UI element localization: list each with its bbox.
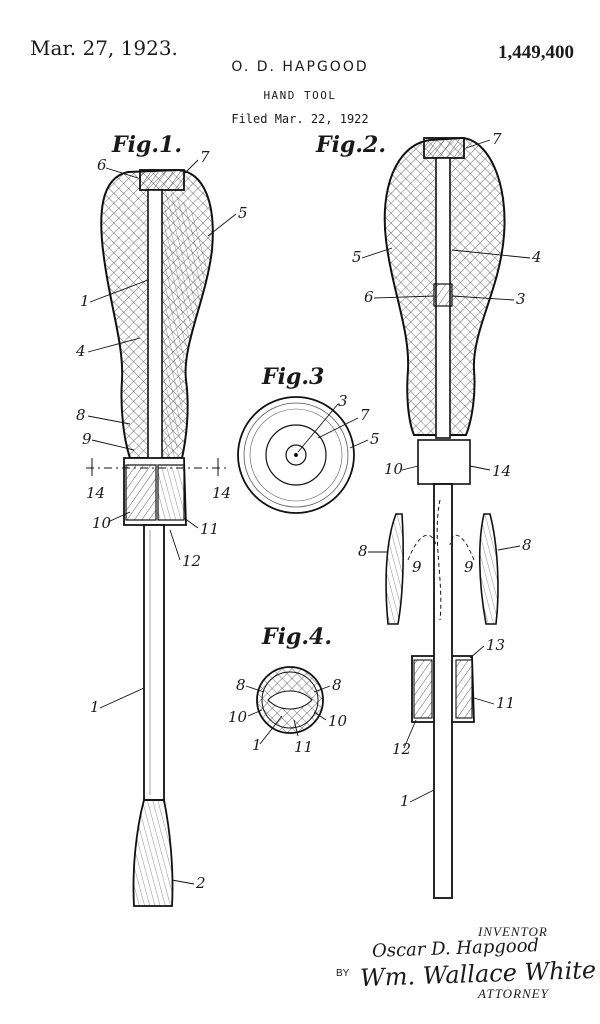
svg-text:3: 3 [516,290,526,308]
svg-text:7: 7 [200,148,210,166]
fig2-label: Fig.2. [315,132,386,158]
svg-text:8: 8 [76,406,86,424]
svg-text:8: 8 [358,542,368,560]
by-label: BY [336,968,349,979]
svg-text:1: 1 [80,292,90,310]
svg-text:5: 5 [370,430,380,448]
svg-text:1: 1 [90,698,100,716]
svg-text:14: 14 [492,462,511,480]
svg-text:11: 11 [200,520,219,538]
svg-text:12: 12 [182,552,201,570]
fig3-label: Fig.3 [261,364,324,390]
figure-3: Fig.3 3 7 5 [238,364,380,513]
fig1-cap [140,170,184,190]
svg-text:9: 9 [464,558,474,576]
svg-text:1: 1 [400,792,410,810]
fig1-tip [133,800,172,906]
svg-text:6: 6 [364,288,374,306]
fig4-label: Fig.4. [261,624,332,650]
svg-text:2: 2 [195,874,206,892]
svg-text:9: 9 [82,430,92,448]
fig2-bushing [434,284,452,306]
fig2-blade [434,484,452,898]
svg-text:7: 7 [492,130,502,148]
svg-text:4: 4 [531,248,542,266]
svg-text:8: 8 [332,676,342,694]
svg-text:1: 1 [252,736,262,754]
fig1-handle-grain [156,190,206,458]
svg-text:7: 7 [360,406,370,424]
svg-text:10: 10 [92,514,112,532]
svg-text:10: 10 [384,460,404,478]
svg-text:10: 10 [328,712,348,730]
section-mark-left: 14 [86,484,105,502]
svg-text:11: 11 [294,738,313,756]
fig1-shank-inner [148,190,162,460]
svg-text:5: 5 [238,204,248,222]
fig2-jaw-right [480,514,498,624]
svg-text:8: 8 [522,536,532,554]
svg-text:4: 4 [75,342,86,360]
svg-text:10: 10 [228,708,248,726]
figure-2: Fig.2. 7 5 4 6 3 10 14 8 8 [315,130,542,898]
figure-4: Fig.4. 8 8 10 10 1 11 [228,624,348,756]
figure-1: Fig.1. 14 14 6 7 5 1 4 8 [75,132,248,906]
section-mark-right: 14 [212,484,231,502]
svg-text:11: 11 [496,694,515,712]
svg-text:3: 3 [338,392,348,410]
svg-text:8: 8 [236,676,246,694]
svg-text:5: 5 [352,248,362,266]
svg-text:9: 9 [412,558,422,576]
fig1-label: Fig.1. [111,132,182,158]
fig1-ferrule-section [126,465,156,520]
svg-text:12: 12 [392,740,411,758]
attorney-label: ATTORNEY [478,986,549,1002]
svg-text:6: 6 [97,156,107,174]
fig2-jaw-left [386,514,403,624]
fig2-ferrule-top [418,440,470,484]
fig2-cap [424,138,464,158]
svg-text:13: 13 [486,636,505,654]
fig1-blade [144,525,164,800]
